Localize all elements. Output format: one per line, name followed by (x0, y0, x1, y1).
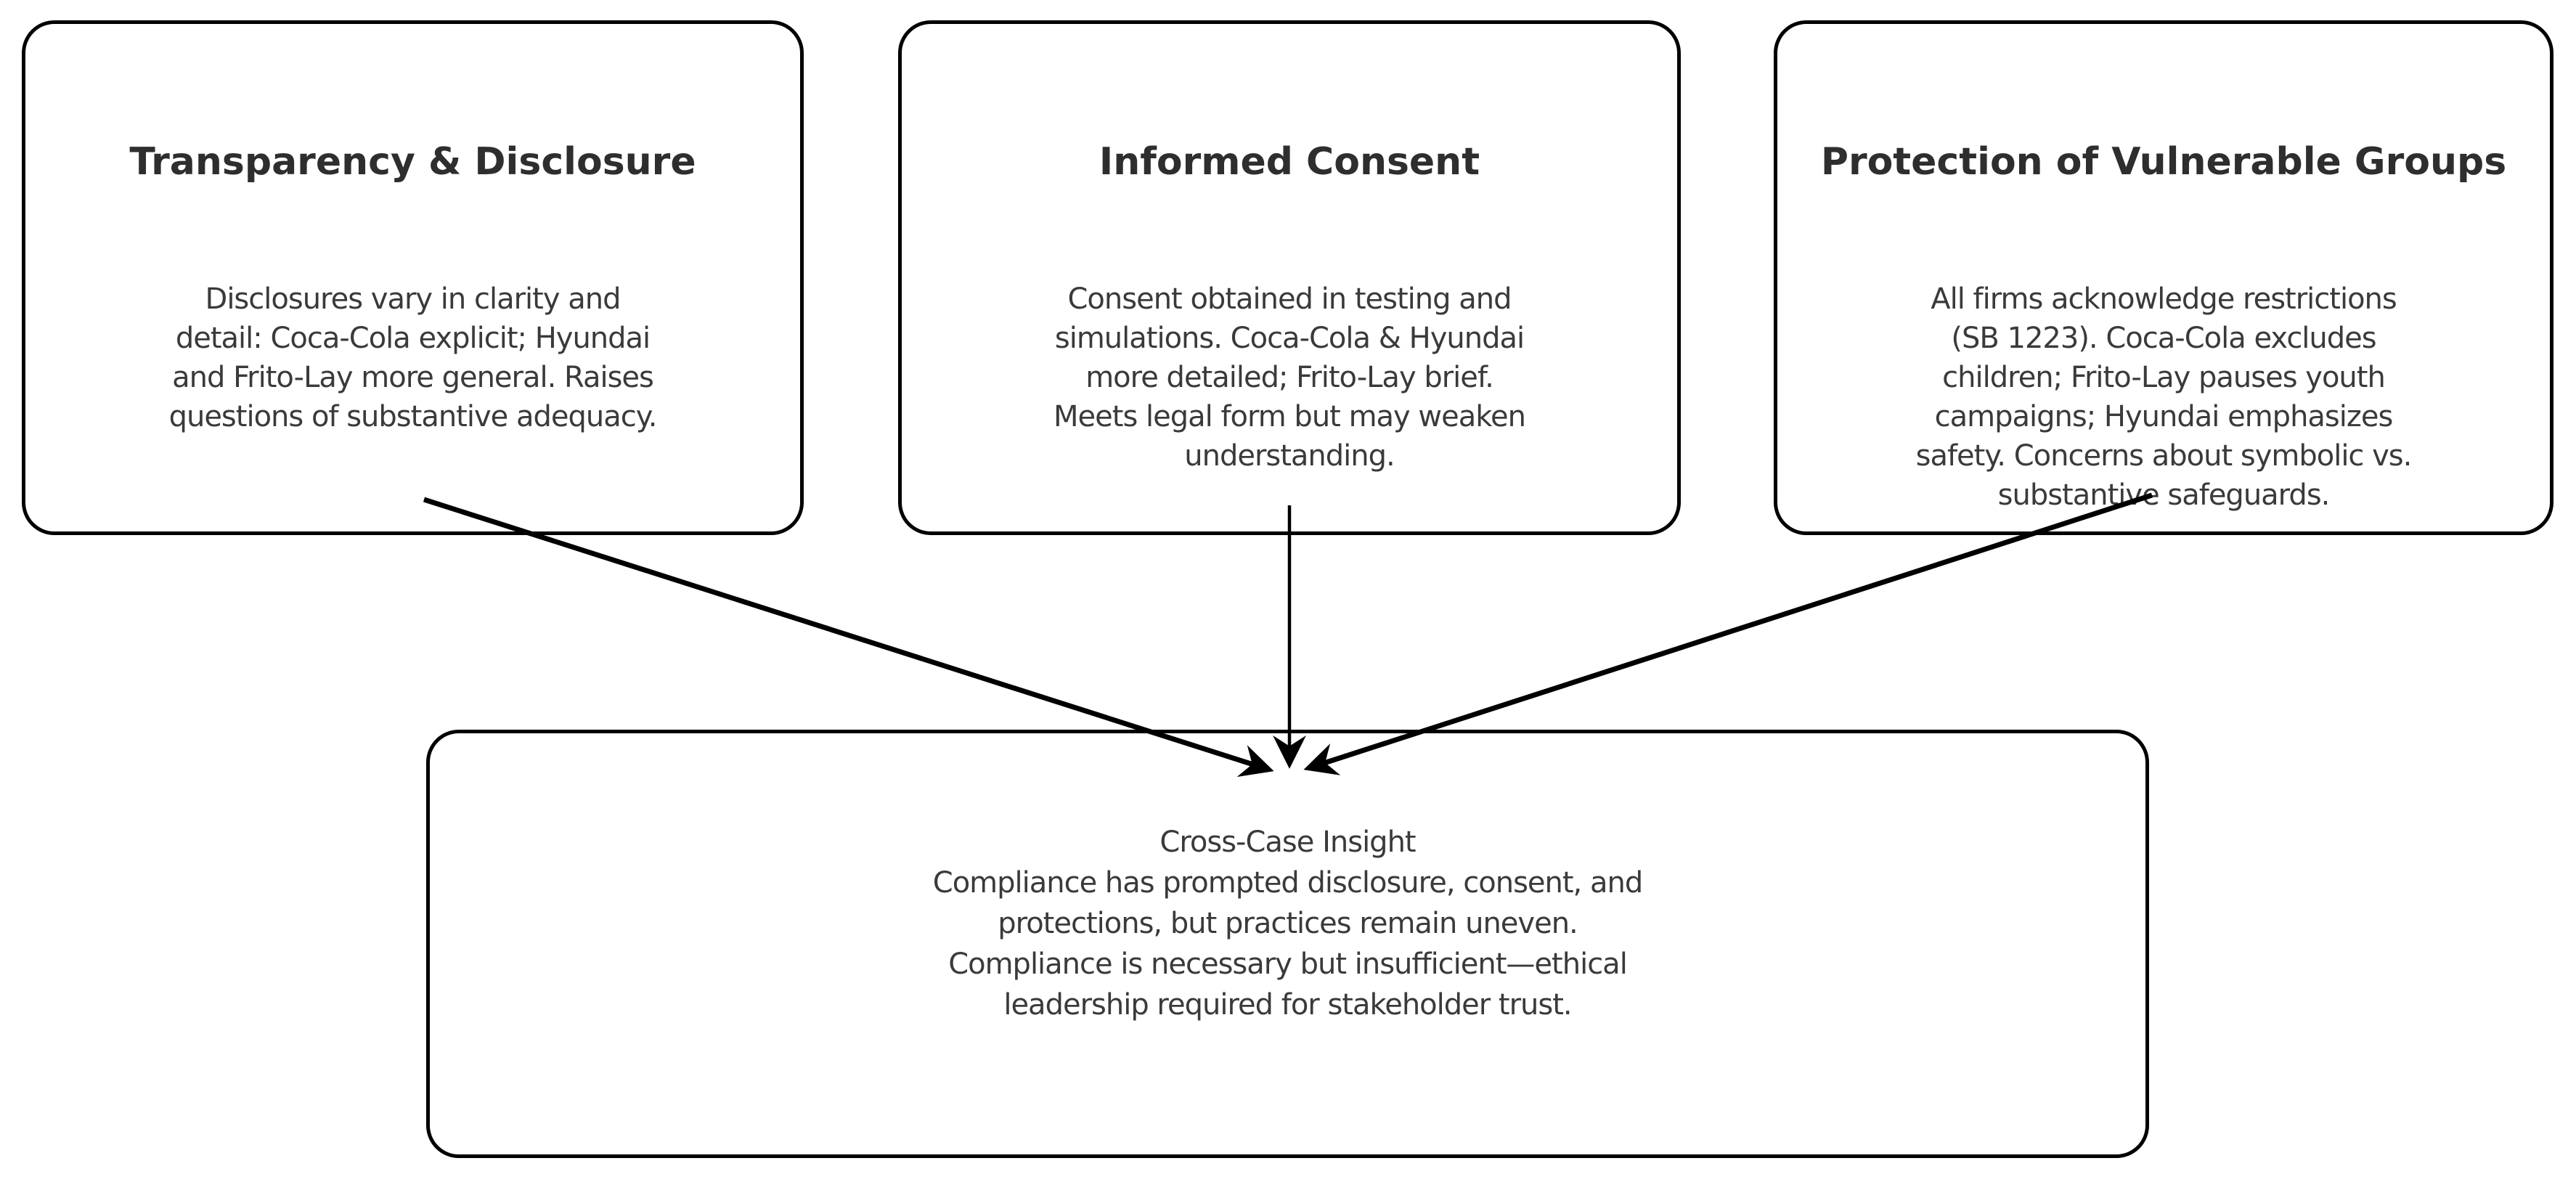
node-transparency-title: Transparency & Disclosure (129, 140, 696, 184)
node-vulnerable-body: All firms acknowledge restrictions (SB 1… (1915, 282, 2413, 512)
node-informed-consent: Informed Consent Consent obtained in tes… (898, 20, 1681, 535)
node-consent-title: Informed Consent (1099, 140, 1480, 184)
arrow-vulnerable-to-insight (1303, 492, 2153, 775)
node-transparency-body: Disclosures vary in clarity and detail: … (168, 282, 658, 433)
node-consent-body: Consent obtained in testing and simulati… (1053, 282, 1526, 473)
node-vulnerable-title: Protection of Vulnerable Groups (1820, 140, 2507, 184)
node-vulnerable-groups: Protection of Vulnerable Groups All firm… (1774, 20, 2553, 535)
insight-text-block: Cross-Case Insight Compliance has prompt… (430, 733, 2145, 1154)
insight-title: Cross-Case Insight (1159, 826, 1416, 859)
node-cross-case-insight: Cross-Case Insight Compliance has prompt… (426, 730, 2149, 1158)
insight-body: Compliance has prompted disclosure, cons… (932, 866, 1643, 1022)
node-transparency-disclosure: Transparency & Disclosure Disclosures va… (22, 20, 804, 535)
